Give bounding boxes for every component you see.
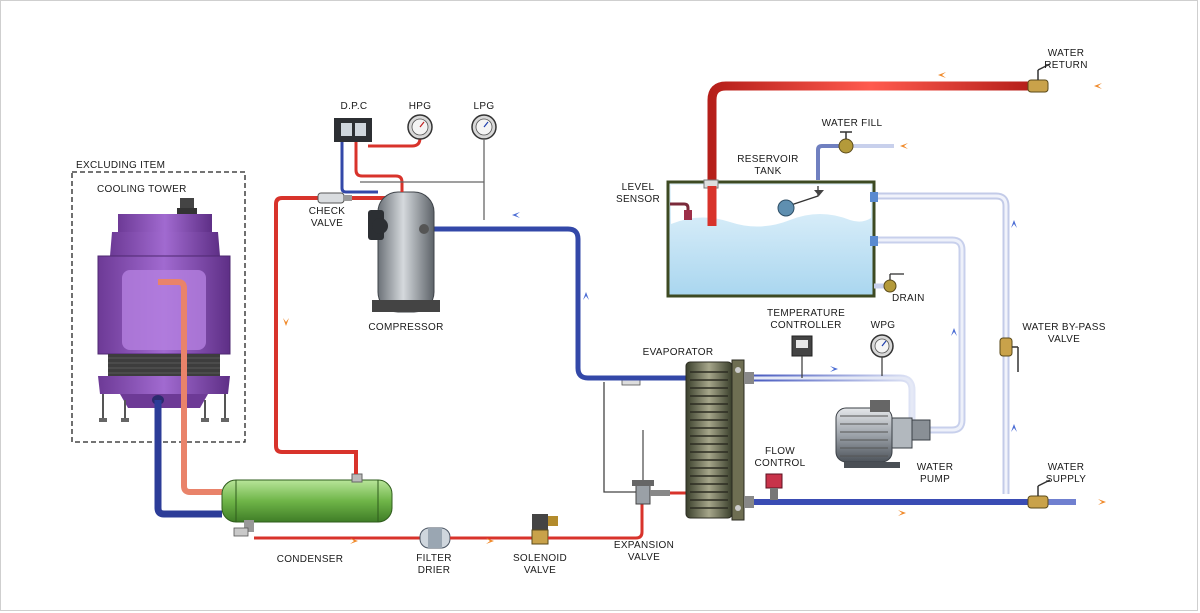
hpg-gauge-icon	[407, 114, 433, 140]
water-fill-valve	[838, 131, 854, 154]
wpg-label: WPG	[870, 320, 896, 331]
compressor	[368, 191, 440, 313]
dpc-low-line	[340, 140, 378, 194]
flow-control-switch	[765, 473, 783, 500]
dpc-switch	[334, 118, 372, 142]
water-fill-pipe	[816, 144, 840, 180]
excluding-item-label: EXCLUDING ITEM	[76, 160, 166, 171]
water-pump	[835, 400, 931, 468]
temperature-controller	[791, 335, 813, 378]
evaporator-label: EVAPORATOR	[642, 347, 714, 358]
hpg-label: HPG	[408, 101, 432, 112]
hpg-line	[368, 136, 422, 148]
drain-valve	[883, 273, 904, 293]
reservoir-tank	[666, 179, 876, 298]
condenser	[221, 473, 393, 537]
water-fill-label: WATER FILL	[821, 118, 883, 129]
tower-return-pipe	[158, 279, 222, 495]
compressor-label: COMPRESSOR	[368, 322, 444, 333]
water-supply-valve	[1027, 479, 1051, 509]
check-valve	[317, 192, 352, 204]
dpc-high-line	[354, 140, 404, 192]
dpc-label: D.P.C	[340, 101, 368, 112]
flow-arrow-blue-icons	[512, 212, 1017, 432]
hot-gas-line	[274, 196, 358, 474]
tower-supply-pipe	[154, 400, 222, 518]
lpg-gauge-icon	[471, 114, 497, 140]
expansion-valve	[632, 480, 670, 505]
filter-drier	[419, 527, 451, 549]
liquid-line-3	[548, 504, 644, 540]
level-sensor	[670, 202, 692, 220]
wpg-gauge-icon	[870, 334, 894, 376]
suction-line	[420, 226, 690, 381]
condenser-label: CONDENSER	[276, 554, 344, 565]
water-return-pipe	[707, 81, 1030, 226]
cooling-tower	[97, 198, 231, 422]
float-valve	[777, 186, 824, 217]
cooling-tower-label: COOLING TOWER	[97, 184, 187, 195]
water-return-valve	[1027, 63, 1051, 93]
evaporator	[685, 359, 754, 521]
flow-arrow-icons	[283, 72, 1106, 544]
lpg-label: LPG	[473, 101, 495, 112]
bypass-valve	[999, 337, 1019, 372]
drain-label: DRAIN	[892, 293, 925, 304]
